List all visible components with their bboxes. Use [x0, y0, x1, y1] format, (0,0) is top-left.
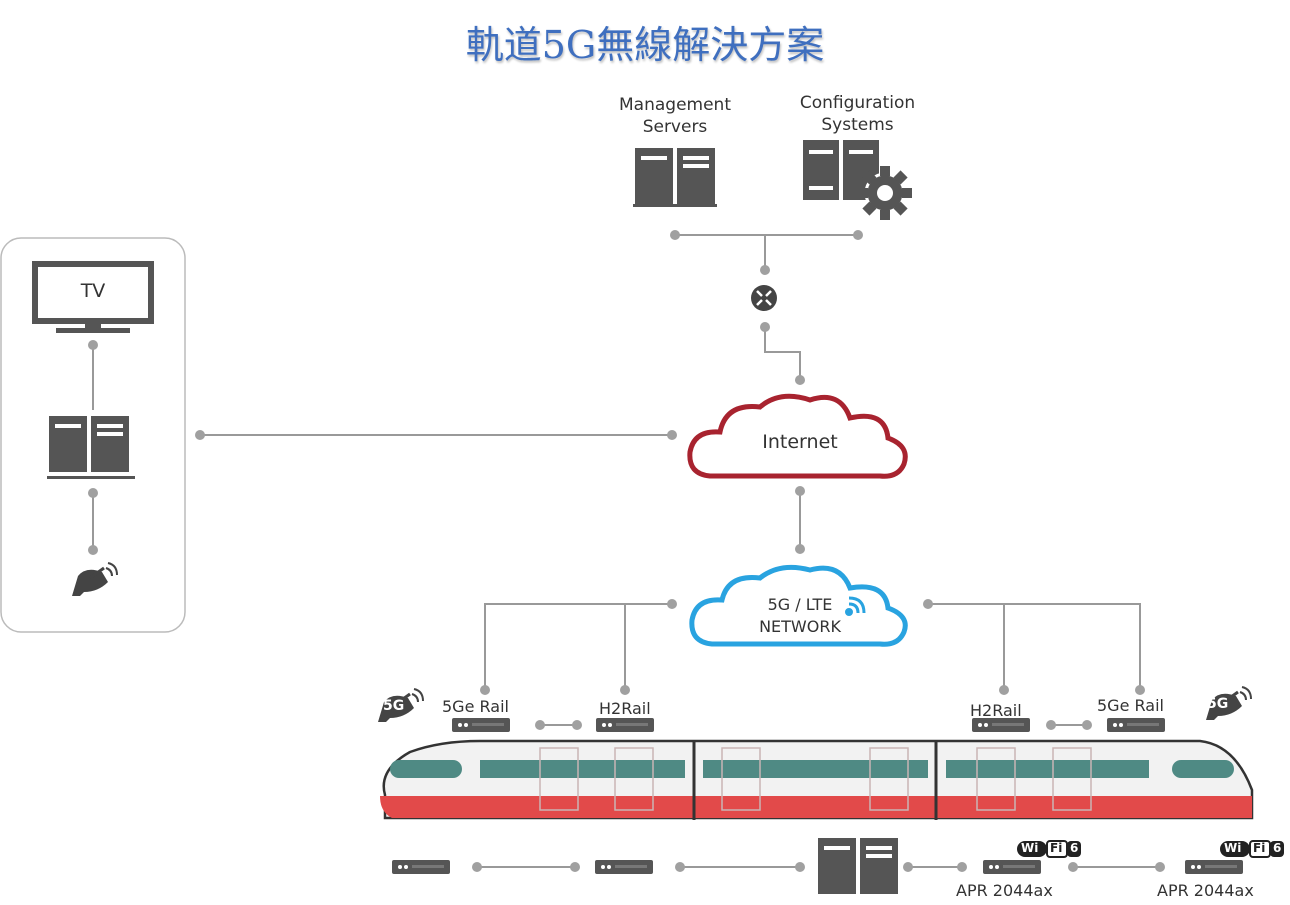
network-label: 5G / LTE NETWORK [735, 594, 865, 638]
apr-unit-1 [983, 860, 1041, 874]
management-server-base [633, 204, 717, 207]
configuration-system-icon [803, 140, 879, 200]
broadcast-server-base [47, 476, 135, 479]
page-title: 軌道5G無線解決方案 [465, 23, 825, 67]
configuration-systems-label: Configuration Systems [780, 92, 935, 136]
internet-cloud-icon [687, 393, 908, 479]
gear-icon [858, 166, 912, 220]
internet-label: Internet [762, 431, 838, 453]
bottom-unit-1 [392, 860, 450, 874]
h2rail-left-unit [596, 718, 654, 732]
wifi-badge-right-6: 6 [1273, 841, 1282, 855]
wifi-badge-right-wi: Wi [1224, 841, 1242, 855]
management-servers-line1: Management [619, 95, 731, 115]
management-servers-line2: Servers [642, 117, 708, 137]
5g-badge-right: 5G [1207, 696, 1229, 712]
wifi-badge-left-6: 6 [1070, 841, 1079, 855]
apr-unit-2 [1185, 860, 1243, 874]
wifi-badge-left-wi: Wi [1021, 841, 1039, 855]
router-icon [751, 285, 777, 311]
h2rail-right-label: H2Rail [970, 701, 1022, 720]
5ge-rail-left-label: 5Ge Rail [442, 697, 509, 716]
5ge-rail-left-unit [452, 718, 510, 732]
network-line2: NETWORK [759, 617, 841, 636]
wifi-badge-left-fi: Fi [1050, 841, 1063, 855]
broadcast-panel [0, 237, 186, 633]
apr-1-label: APR 2044ax [956, 881, 1053, 900]
satellite-dish-icon [70, 561, 119, 598]
connection-dots [88, 230, 1165, 872]
signal-icon [845, 596, 866, 616]
tv-icon [32, 261, 154, 333]
network-line1: 5G / LTE [767, 595, 833, 614]
5ge-rail-right-label: 5Ge Rail [1097, 696, 1164, 715]
bottom-unit-2 [595, 860, 653, 874]
tv-label: TV [80, 280, 106, 302]
network-cloud-icon [689, 564, 908, 647]
5ge-rail-right-unit [1107, 718, 1165, 732]
connection-lines [92, 234, 1160, 868]
management-server-icon [635, 148, 715, 204]
management-servers-label: Management Servers [600, 94, 750, 138]
apr-2-label: APR 2044ax [1157, 881, 1254, 900]
5g-badge-left: 5G [383, 698, 405, 714]
configuration-systems-line2: Systems [821, 115, 894, 135]
configuration-systems-line1: Configuration [799, 93, 916, 113]
train-icon [380, 739, 1254, 820]
wifi-badge-right-fi: Fi [1253, 841, 1266, 855]
train-server-icon [818, 838, 898, 894]
broadcast-server-icon [49, 416, 129, 472]
h2rail-left-label: H2Rail [599, 699, 651, 718]
